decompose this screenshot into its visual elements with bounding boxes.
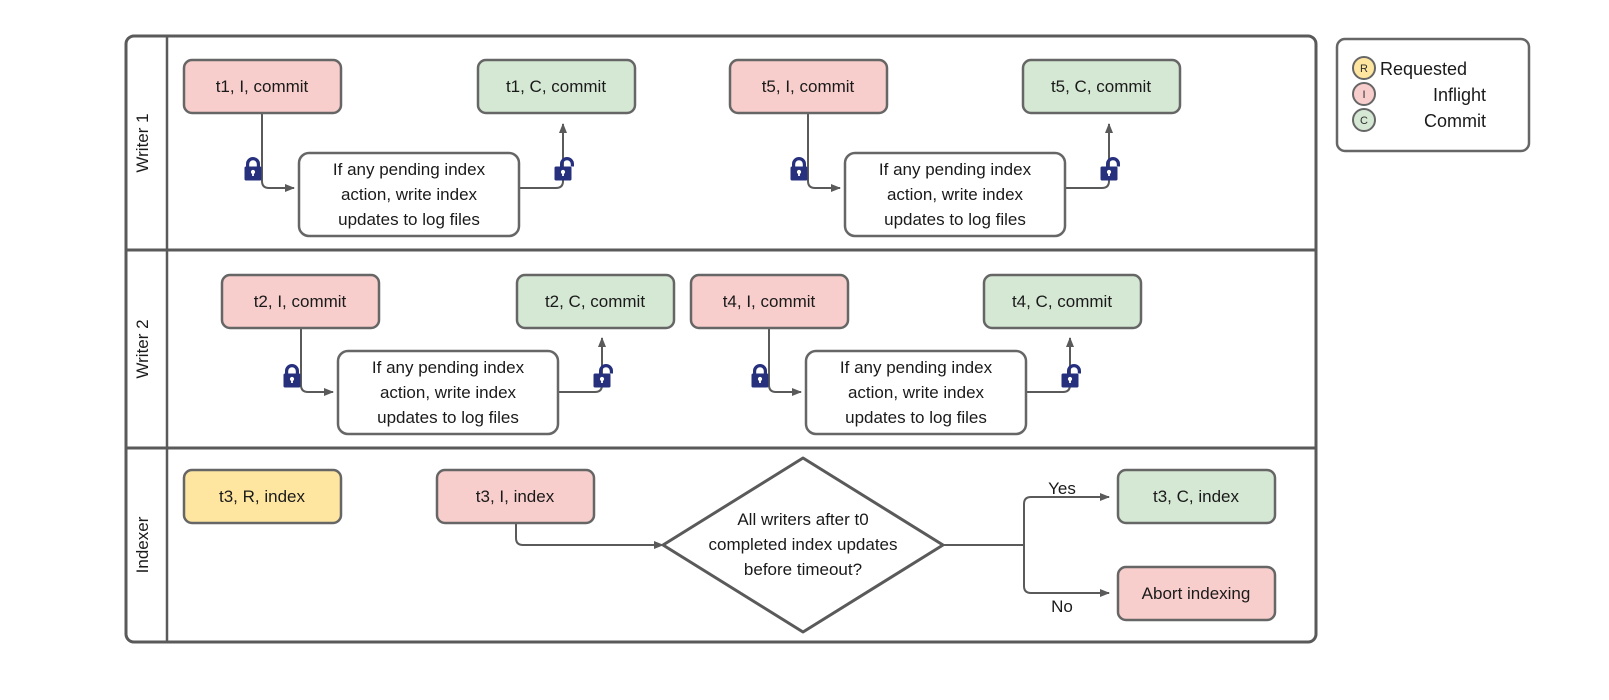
node-w1-t5-inflight[interactable]: t5, I, commit [728,58,889,115]
lane-label-writer-2: Writer 2 [133,319,152,378]
decision-line-1: All writers after t0 [737,510,868,529]
process-line-3: updates to log files [884,210,1026,229]
lock-icon [283,364,301,388]
legend-item-commit: C Commit [1352,108,1486,132]
legend-item-label: Inflight [1433,85,1486,105]
node-label: Abort indexing [1142,584,1251,603]
node-label: t4, I, commit [723,292,816,311]
process-line-1: If any pending index [840,358,993,377]
node-label: t3, R, index [219,487,305,506]
process-line-2: action, write index [380,383,517,402]
process-line-1: If any pending index [879,160,1032,179]
lane-label-text: Indexer [133,516,152,573]
legend-panel: R Requested I Inflight C Commit [1335,37,1531,153]
node-w1-t1-commit[interactable]: t1, C, commit [476,58,637,115]
edge-w1-t5i-to-proc [807,113,841,192]
unlock-icon [554,157,574,181]
node-label: t2, I, commit [254,292,347,311]
lock-icon [790,157,808,181]
edge-w1-proc-to-t1c [519,123,567,189]
process-line-2: action, write index [887,185,1024,204]
node-w2-t4-inflight[interactable]: t4, I, commit [689,273,850,330]
node-w2-t4-commit[interactable]: t4, C, commit [982,273,1143,330]
lane-label-indexer: Indexer [133,516,152,573]
node-w2-t2-inflight[interactable]: t2, I, commit [220,273,381,330]
lock-icon [751,364,769,388]
node-w1-t1-inflight[interactable]: t1, I, commit [182,58,343,115]
node-w1-process-a[interactable]: If any pending index action, write index… [297,151,521,238]
edge-w1-proc-to-t5c [1065,123,1113,189]
unlock-icon [1061,364,1081,388]
lane-label-text: Writer 1 [133,113,152,172]
node-w2-process-a[interactable]: If any pending index action, write index… [336,349,560,436]
lane-label-text: Writer 2 [133,319,152,378]
edge-w1-t1i-to-proc [261,113,295,192]
node-w2-t2-commit[interactable]: t2, C, commit [515,273,676,330]
process-line-3: updates to log files [377,408,519,427]
edge-decision-no [1023,545,1110,597]
swimlane-frame [124,34,1318,644]
process-line-2: action, write index [341,185,478,204]
edge-w2-t2i-to-proc [300,327,334,396]
node-ix-t3-commit[interactable]: t3, C, index [1116,468,1277,525]
edge-decision-yes [1023,493,1110,545]
legend-badge-letter: C [1360,115,1368,127]
legend-badge-letter: R [1360,63,1368,75]
node-label: t3, C, index [1153,487,1239,506]
process-line-1: If any pending index [333,160,486,179]
lock-icon [244,157,262,181]
node-label: t2, C, commit [545,292,645,311]
node-label: t5, I, commit [762,77,855,96]
node-w2-process-b[interactable]: If any pending index action, write index… [804,349,1028,436]
node-label: t4, C, commit [1012,292,1112,311]
unlock-icon [593,364,613,388]
legend-badge-letter: I [1362,89,1365,101]
node-ix-t3-inflight[interactable]: t3, I, index [435,468,596,525]
lane-label-writer-1: Writer 1 [133,113,152,172]
legend-item-requested: R Requested [1352,56,1467,80]
node-w1-process-b[interactable]: If any pending index action, write index… [843,151,1067,238]
legend-item-inflight: I Inflight [1352,82,1486,106]
node-label: t3, I, index [476,487,555,506]
edge-label-yes: Yes [1048,479,1076,498]
node-ix-t3-requested[interactable]: t3, R, index [182,468,343,525]
decision-line-3: before timeout? [744,560,862,579]
legend-item-label: Commit [1424,111,1486,131]
process-line-3: updates to log files [338,210,480,229]
unlock-icon [1100,157,1120,181]
node-w1-t5-commit[interactable]: t5, C, commit [1021,58,1182,115]
node-ix-decision[interactable]: All writers after t0 completed index upd… [661,456,945,634]
node-label: t1, C, commit [506,77,606,96]
edge-label-no: No [1051,597,1073,616]
decision-line-2: completed index updates [708,535,897,554]
edge-t3i-to-decision [515,524,664,549]
edge-w2-t4i-to-proc [768,327,802,396]
legend-item-label: Requested [1380,59,1467,79]
process-line-2: action, write index [848,383,985,402]
process-line-3: updates to log files [845,408,987,427]
node-label: t5, C, commit [1051,77,1151,96]
node-label: t1, I, commit [216,77,309,96]
node-ix-abort[interactable]: Abort indexing [1116,565,1277,622]
process-line-1: If any pending index [372,358,525,377]
